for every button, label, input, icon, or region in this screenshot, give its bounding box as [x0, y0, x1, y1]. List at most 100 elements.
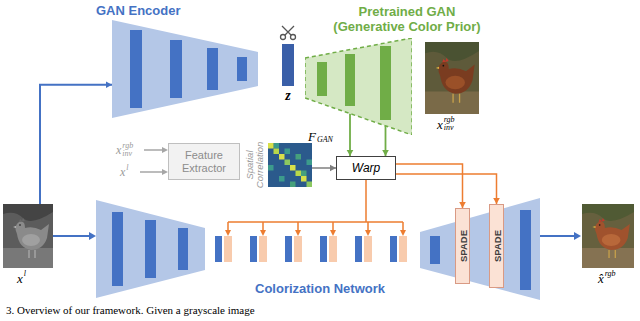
correlation-matrix-part	[296, 154, 302, 160]
inverted-color-photo-part	[425, 42, 479, 61]
inverted-color-photo-part	[438, 62, 474, 94]
correlation-matrix-part	[290, 165, 296, 171]
superscript: rgb	[605, 270, 616, 278]
superscript: l	[24, 270, 26, 278]
script-column: l	[126, 164, 128, 180]
superscript: l	[126, 164, 128, 172]
feature-bars	[215, 236, 407, 262]
math-label: xrgbinv	[437, 116, 455, 132]
symbol-base: F	[308, 130, 316, 143]
script-spacer	[317, 128, 333, 136]
correlation-matrix-node: Spatial Correlation	[268, 143, 312, 187]
script-spacer	[605, 278, 616, 286]
feature-bars-part	[224, 236, 232, 262]
latent-code-bar: z	[282, 44, 294, 86]
bus-arrowheads-part	[225, 230, 231, 236]
colorization-decoder-part	[430, 236, 440, 264]
script-spacer	[126, 172, 128, 180]
warp-box: Warp	[336, 156, 396, 180]
feature-bars-part	[259, 236, 267, 262]
output-color-photo-part	[582, 204, 634, 221]
math-label: xrgbinv	[116, 142, 133, 158]
correlation-matrix-part	[274, 143, 280, 149]
colorization-decoder	[420, 198, 540, 300]
section-title: Colorization Network	[255, 281, 385, 296]
correlation-matrix-part	[290, 182, 296, 188]
flow-arrows-part	[89, 232, 96, 240]
output-color-photo-part	[592, 226, 595, 228]
inverted-image: xrgbinv	[425, 42, 479, 114]
feature-bars-part	[355, 236, 362, 262]
feature-extractor-box: Feature Extractor	[168, 143, 240, 180]
box-label: Feature Extractor	[172, 149, 236, 175]
colorization-encoder	[96, 200, 205, 298]
scissors-icon	[281, 26, 296, 40]
feature-bars-part	[399, 236, 407, 262]
grayscale-input-photo-part	[19, 218, 25, 222]
subscript: inv	[444, 124, 455, 132]
bus-arrowheads	[225, 230, 406, 236]
correlation-matrix-part	[307, 160, 313, 166]
bus-arrowheads-part	[260, 230, 266, 236]
correlation-matrix-part	[301, 171, 307, 177]
feature-bars-part	[329, 236, 337, 262]
feature-bars-part	[390, 236, 397, 262]
output-color-photo-part	[582, 204, 634, 268]
inverted-color-photo-part	[446, 76, 465, 90]
bus-arrowheads-part	[295, 230, 301, 236]
correlation-matrix-part	[279, 154, 285, 160]
connector	[40, 81, 112, 204]
feature-bars-part	[215, 236, 222, 262]
symbol-base: x	[437, 118, 443, 131]
correlation-matrix	[268, 143, 312, 187]
script-column: GAN	[317, 128, 333, 144]
connector	[396, 164, 466, 208]
math-label: xl	[17, 270, 26, 286]
correlation-matrix-part	[268, 143, 312, 187]
flow-arrows-part	[540, 235, 576, 237]
grayscale-input-photo-part	[13, 226, 16, 228]
math-label: FGAN	[308, 128, 333, 144]
subscript: GAN	[317, 136, 333, 144]
output-image: x̂rgb	[582, 204, 634, 268]
symbol-base: x̂	[598, 272, 604, 285]
correlation-matrix-part	[274, 149, 280, 155]
colorization-encoder-part	[96, 200, 205, 298]
inverted-color-photo-part	[442, 58, 448, 63]
grayscale-input-photo-part	[3, 248, 53, 268]
inverted-color-photo-part	[436, 67, 439, 69]
colorization-decoder-part	[420, 198, 540, 300]
rotated-label: Spatial Correlation	[245, 135, 265, 195]
colorization-encoder-part	[112, 212, 123, 286]
connector	[396, 174, 500, 204]
superscript: rgb	[122, 142, 133, 150]
bus-arrowheads-part	[365, 230, 371, 236]
script-spacer	[24, 278, 26, 286]
correlation-matrix-part	[296, 171, 302, 177]
inverted-color-photo-part	[425, 42, 479, 114]
correlation-matrix-part	[285, 160, 291, 166]
generator-trapezoid: Pretrained GAN (Generative Color Prior)	[305, 38, 412, 135]
connector-line	[396, 174, 497, 204]
grayscale-input-photo-part	[15, 222, 49, 250]
colorization-decoder-part	[520, 210, 531, 290]
grey-input-arrows-part	[140, 150, 163, 172]
grayscale-input-photo-part	[29, 250, 35, 258]
feature-bars-part	[294, 236, 302, 262]
math-label: x̂rgb	[598, 270, 616, 286]
symbol-base: x	[116, 144, 121, 156]
math-label: xl	[120, 164, 129, 180]
spade-block: SPADE	[489, 204, 504, 288]
scissors-icon-part	[281, 35, 286, 40]
grayscale-input-photo-part	[22, 234, 40, 246]
correlation-matrix-part	[279, 176, 285, 182]
symbol-base: x	[17, 272, 23, 285]
inverted-color-photo-part	[453, 94, 459, 103]
symbol-base: x	[120, 166, 125, 178]
flow-arrows-part	[53, 235, 90, 237]
output-color-photo	[582, 204, 634, 268]
flow-arrows-part	[574, 232, 581, 240]
